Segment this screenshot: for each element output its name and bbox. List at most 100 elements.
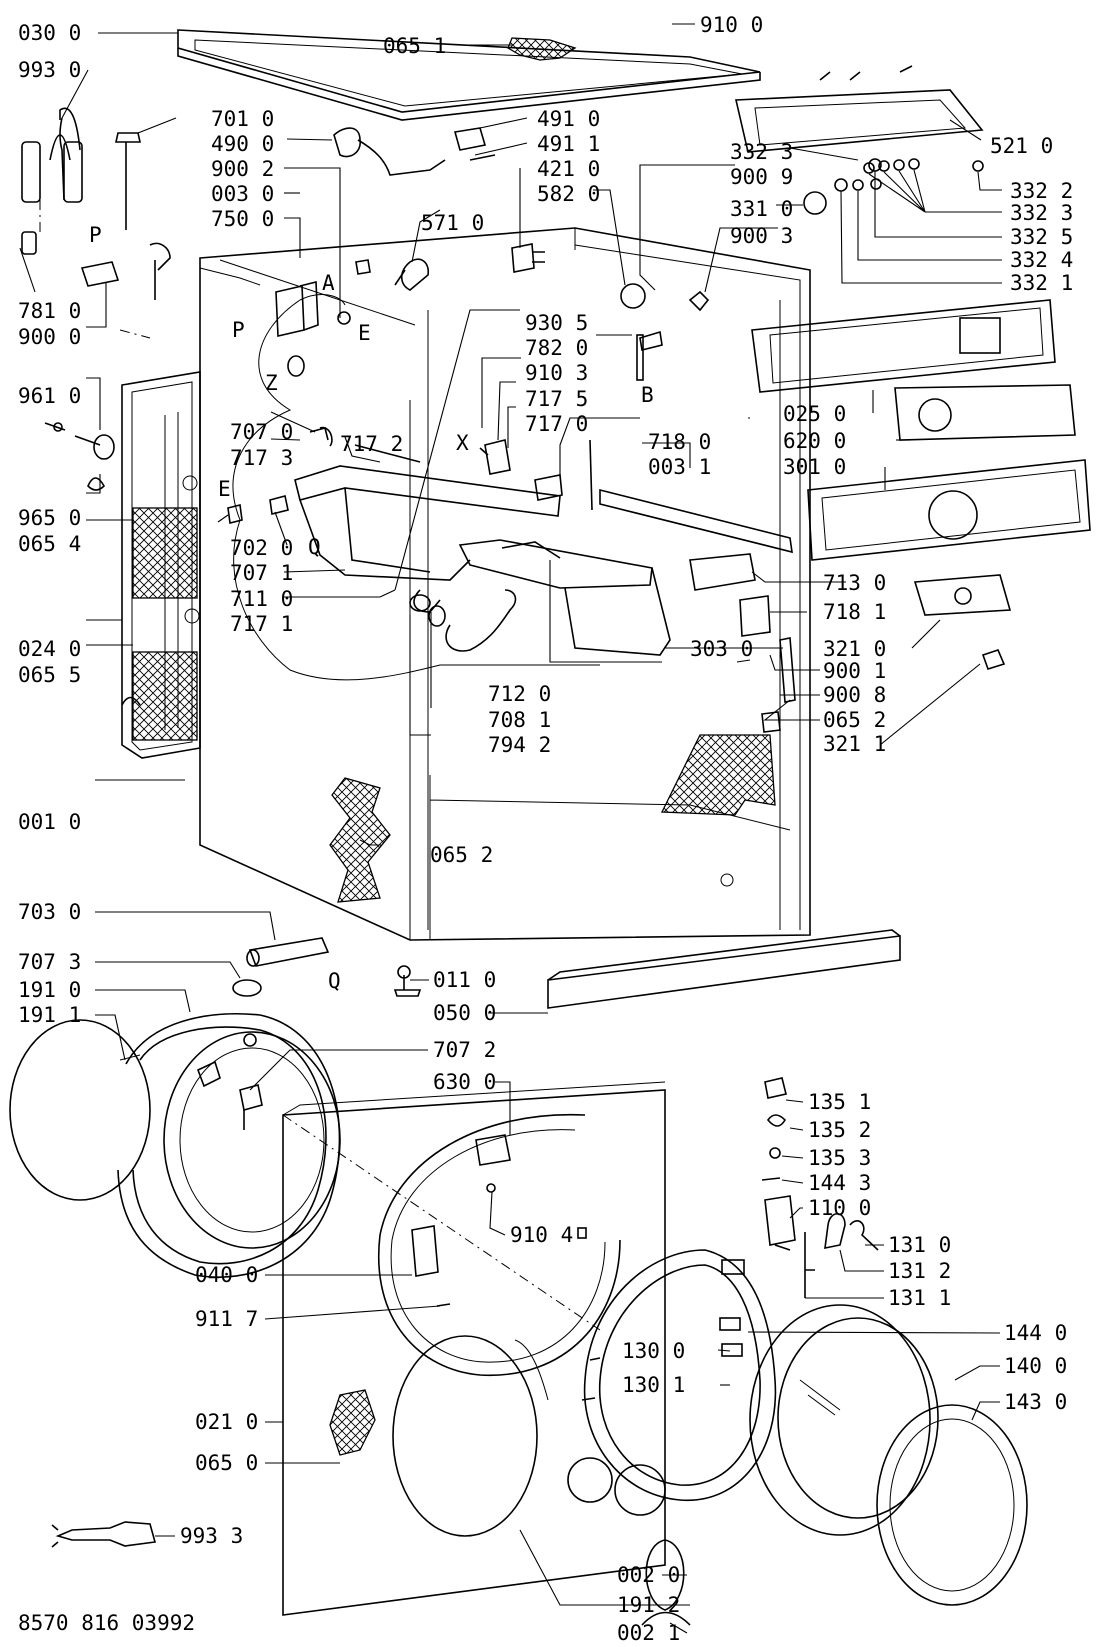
- callout: 144 3: [808, 1171, 871, 1195]
- marker: Q: [328, 969, 341, 993]
- callout: 421 0: [537, 157, 600, 181]
- callout: 332 2: [1010, 179, 1073, 203]
- callout: 301 0: [783, 455, 846, 479]
- callout: 065 2: [823, 708, 886, 732]
- drawing-bottom-parts: [232, 929, 901, 1009]
- callout: 332 4: [1010, 248, 1073, 272]
- callout: 065 4: [18, 532, 81, 556]
- callout: 332 5: [1010, 225, 1073, 249]
- callout: 782 0: [525, 336, 588, 360]
- callout: 191 0: [18, 978, 81, 1002]
- callout: 130 1: [622, 1373, 685, 1397]
- marker: Z: [265, 371, 278, 395]
- callout: 900 0: [18, 325, 81, 349]
- callout: 911 7: [195, 1307, 258, 1331]
- callout: 993 0: [18, 58, 81, 82]
- callout: 713 0: [823, 571, 886, 595]
- callout: 707 3: [18, 950, 81, 974]
- callout: 961 0: [18, 384, 81, 408]
- letter-markers: P A P E Z E Q X B Q: [89, 223, 654, 993]
- callout: 781 0: [18, 299, 81, 323]
- leader-lines: [19, 23, 1002, 1634]
- callout: 331 0: [730, 197, 793, 221]
- callout: 332 3: [730, 140, 793, 164]
- callout-labels: 030 0 993 0 701 0 490 0 900 2 003 0 750 …: [18, 13, 1073, 1645]
- callout: 711 0: [230, 587, 293, 611]
- callout: 910 0: [700, 13, 763, 37]
- drawing-drum-tub: [9, 1013, 341, 1278]
- document-code: 8570 816 03992: [18, 1611, 195, 1635]
- callout: 717 1: [230, 612, 293, 636]
- callout: 712 0: [488, 682, 551, 706]
- marker: X: [456, 431, 469, 455]
- callout: 030 0: [18, 21, 81, 45]
- callout: 701 0: [211, 107, 274, 131]
- marker: E: [218, 477, 231, 501]
- callout: 332 3: [1010, 201, 1073, 225]
- callout: 021 0: [195, 1410, 258, 1434]
- callout: 191 2: [617, 1593, 680, 1617]
- callout: 065 0: [195, 1451, 258, 1475]
- callout: 024 0: [18, 637, 81, 661]
- callout: 707 2: [433, 1038, 496, 1062]
- callout: 718 1: [823, 600, 886, 624]
- drawing-top-cover: [177, 29, 761, 121]
- callout: 003 0: [211, 182, 274, 206]
- drawing-control-section: [620, 65, 1091, 670]
- callout: 011 0: [433, 968, 496, 992]
- callout: 025 0: [783, 402, 846, 426]
- callout: 702 0: [230, 536, 293, 560]
- callout: 707 1: [230, 561, 293, 585]
- callout: 717 3: [230, 446, 293, 470]
- callout: 910 4: [510, 1223, 573, 1247]
- callout: 040 0: [195, 1263, 258, 1287]
- callout: 130 0: [622, 1339, 685, 1363]
- callout: 065 2: [430, 843, 493, 867]
- callout: 900 8: [823, 683, 886, 707]
- callout: 718 0: [648, 430, 711, 454]
- callout: 131 2: [888, 1259, 951, 1283]
- marker: Q: [308, 535, 321, 559]
- callout: 717 0: [525, 412, 588, 436]
- marker: B: [641, 383, 654, 407]
- callout: 002 1: [617, 1621, 680, 1645]
- callout: 900 9: [730, 165, 793, 189]
- drawing-service-tool: [51, 1521, 157, 1548]
- callout: 135 3: [808, 1146, 871, 1170]
- callout: 582 0: [537, 182, 600, 206]
- drawing-hinge-parts: [761, 1077, 879, 1298]
- callout: 491 1: [537, 132, 600, 156]
- callout: 001 0: [18, 810, 81, 834]
- marker: E: [358, 321, 371, 345]
- callout: 110 0: [808, 1196, 871, 1220]
- marker: A: [322, 271, 335, 295]
- drawing-left-misc-parts: [21, 107, 171, 491]
- callout: 321 0: [823, 637, 886, 661]
- callout: 708 1: [488, 708, 551, 732]
- callout: 131 0: [888, 1233, 951, 1257]
- callout: 135 2: [808, 1118, 871, 1142]
- callout: 750 0: [211, 207, 274, 231]
- callout: 794 2: [488, 733, 551, 757]
- callout: 703 0: [18, 900, 81, 924]
- drawing-detergent-dispenser: [227, 426, 796, 733]
- drawing-cabinet-frame: [199, 227, 811, 941]
- callout: 065 1: [383, 34, 446, 58]
- callout: 900 2: [211, 157, 274, 181]
- callout: 900 1: [823, 659, 886, 683]
- drawing-door-ring-and-glass: [581, 1249, 1028, 1626]
- callout: 717 2: [340, 432, 403, 456]
- callout: 910 3: [525, 361, 588, 385]
- callout: 491 0: [537, 107, 600, 131]
- drawing-side-panel: [121, 371, 201, 759]
- callout: 930 5: [525, 311, 588, 335]
- callout: 050 0: [433, 1001, 496, 1025]
- callout: 303 0: [690, 637, 753, 661]
- callout: 965 0: [18, 506, 81, 530]
- callout: 131 1: [888, 1286, 951, 1310]
- callout: 717 5: [525, 387, 588, 411]
- callout: 135 1: [808, 1090, 871, 1114]
- drawing-front-panel-and-door: [282, 1081, 666, 1616]
- callout: 321 1: [823, 732, 886, 756]
- callout: 144 0: [1004, 1321, 1067, 1345]
